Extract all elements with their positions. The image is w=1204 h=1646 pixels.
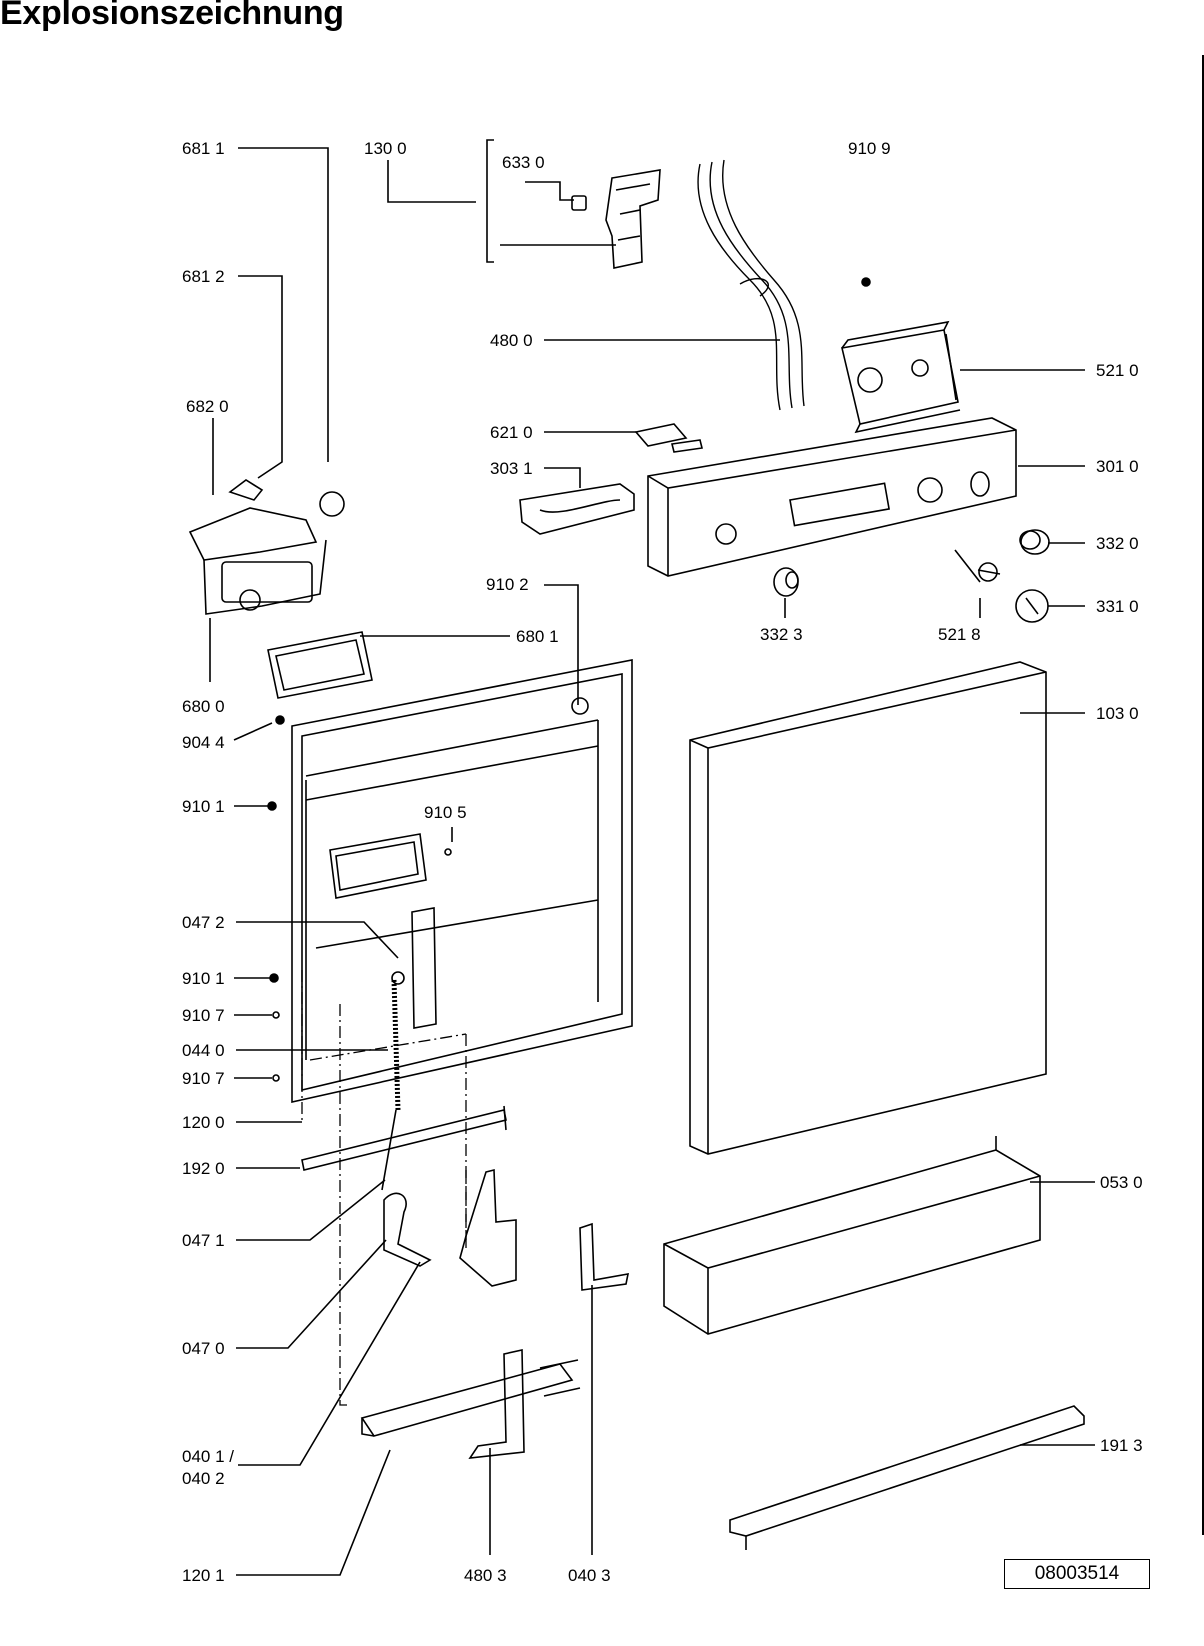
label-1201: 120 1 (182, 1566, 225, 1585)
hinge-0471 (383, 1192, 432, 1267)
leader-9044 (233, 722, 273, 741)
leader-9102 (544, 584, 579, 705)
label-9101b: 910 1 (182, 969, 225, 988)
knob-3323 (773, 567, 799, 597)
label-9109: 910 9 (848, 139, 891, 158)
spring-0440 (381, 971, 405, 1191)
label-4800: 480 0 (490, 331, 533, 350)
label-0401: 040 1 / (182, 1447, 234, 1466)
page-edge-line (1202, 55, 1204, 1535)
label-6812: 681 2 (182, 267, 225, 286)
label-9044: 904 4 (182, 733, 225, 752)
label-1913: 191 3 (1100, 1436, 1143, 1455)
bracket-1300 (486, 139, 494, 263)
cap-6820 (228, 479, 264, 501)
gasket-6801 (267, 631, 373, 699)
label-3310: 331 0 (1096, 597, 1139, 616)
ring-6811 (319, 491, 345, 517)
label-0530: 053 0 (1100, 1173, 1143, 1192)
selector-5218 (977, 562, 1001, 582)
leader-0470 (236, 1239, 387, 1349)
label-0440: 044 0 (182, 1041, 225, 1060)
knob-3320 (1019, 529, 1050, 555)
leader-6811 (238, 147, 329, 462)
label-0470: 047 0 (182, 1339, 225, 1358)
door-lock-part (571, 169, 661, 269)
label-9107a: 910 7 (182, 1006, 225, 1025)
bracket-0403 (579, 1222, 630, 1291)
knob-3310 (1015, 589, 1049, 623)
label-1200: 120 0 (182, 1113, 225, 1132)
label-5210: 521 0 (1096, 361, 1139, 380)
label-6801: 680 1 (516, 627, 559, 646)
leader-1201 (236, 1449, 391, 1576)
label-1030: 103 0 (1096, 704, 1139, 723)
bracket-4803 (468, 1349, 525, 1459)
trim-1913 (729, 1405, 1085, 1537)
label-0402: 040 2 (182, 1469, 225, 1488)
leader-6330 (525, 181, 574, 201)
leader-6812 (238, 275, 283, 479)
label-6800: 680 0 (182, 697, 225, 716)
label-3323: 332 3 (760, 625, 803, 644)
bracket-0401 (459, 1168, 517, 1287)
label-3031: 303 1 (490, 459, 533, 478)
kick-plate (663, 1136, 1041, 1335)
leader-5218 (954, 549, 981, 618)
leader-3031 (544, 467, 581, 488)
label-9102: 910 2 (486, 575, 529, 594)
label-9101a: 910 1 (182, 797, 225, 816)
detergent-dispenser (188, 507, 327, 615)
label-5218: 521 8 (938, 625, 981, 644)
lower-rail-1201 (360, 1359, 581, 1437)
label-6210: 621 0 (490, 423, 533, 442)
connector-part (634, 423, 703, 453)
door-handle (519, 483, 635, 535)
leader-0471 (236, 1179, 386, 1241)
leader-0401 (238, 1261, 421, 1466)
label-0471: 047 1 (182, 1231, 225, 1250)
cable-harness (697, 159, 805, 411)
control-panel (647, 417, 1017, 577)
label-1300: 130 0 (364, 139, 407, 158)
label-6811: 681 1 (182, 139, 225, 158)
leader-1300 (387, 160, 476, 203)
control-board (841, 320, 961, 434)
label-4803: 480 3 (464, 1566, 507, 1585)
label-0472: 047 2 (182, 913, 225, 932)
label-9105: 910 5 (424, 803, 467, 822)
label-3010: 301 0 (1096, 457, 1139, 476)
label-6820: 682 0 (186, 397, 229, 416)
label-0403: 040 3 (568, 1566, 611, 1585)
outer-door (689, 661, 1047, 1155)
inner-door (291, 659, 633, 1103)
label-6330: 633 0 (502, 153, 545, 172)
drawing-reference-box: 08003514 (1004, 1559, 1150, 1589)
rail-1920 (301, 1109, 507, 1171)
label-1920: 192 0 (182, 1159, 225, 1178)
page-title: Explosionszeichnung (0, 0, 344, 32)
label-3320: 332 0 (1096, 534, 1139, 553)
label-9107b: 910 7 (182, 1069, 225, 1088)
leader-0472 (236, 921, 399, 959)
